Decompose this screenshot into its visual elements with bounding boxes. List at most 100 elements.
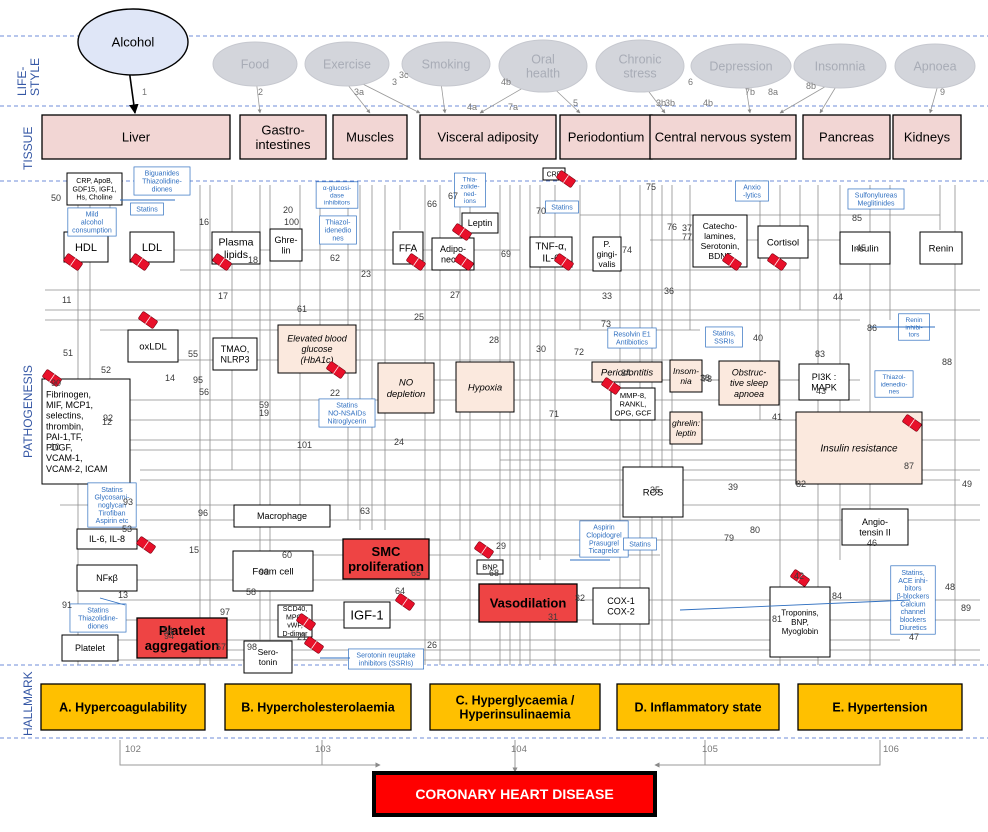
edge-number: 81 bbox=[772, 614, 782, 624]
drug-marker-icon bbox=[130, 253, 150, 271]
outcome-area: CORONARY HEART DISEASE bbox=[372, 771, 657, 817]
lifestyle-apnoea: Apnoea bbox=[894, 43, 976, 89]
edge-number: 18 bbox=[248, 255, 258, 265]
edge-number: 99 bbox=[259, 567, 269, 577]
node-mmp: MMP-8,RANKL,OPG, GCF bbox=[610, 387, 656, 421]
inhibitor-thiazol2: Thia-zolide-ned-ions bbox=[454, 172, 486, 208]
node-label: Periodontitis bbox=[601, 367, 654, 378]
edge-number: 48 bbox=[945, 582, 955, 592]
edge-number: 88 bbox=[942, 357, 952, 367]
edge-number: 25 bbox=[414, 312, 424, 322]
edge-number: 10 bbox=[50, 442, 60, 452]
hallmark-label: D. Inflammatory state bbox=[634, 700, 761, 714]
edge-number: 12 bbox=[102, 417, 112, 427]
edge-number: 84 bbox=[832, 591, 842, 601]
edge-number: 43 bbox=[816, 386, 826, 396]
drug-marker-icon bbox=[556, 170, 576, 188]
edge-number: 32 bbox=[575, 593, 585, 603]
tissue-gastro: Gastro-intestines bbox=[239, 114, 327, 160]
lifestyle-label: Exercise bbox=[323, 57, 371, 71]
node-label: BNP bbox=[482, 563, 497, 572]
edge-number: 78 bbox=[702, 374, 712, 384]
inhibitor-label: Statins,SSRIs bbox=[712, 331, 735, 346]
band-label-tissue: TISSUE bbox=[21, 127, 35, 170]
node-label: ROS bbox=[643, 487, 664, 498]
node-label: NFκβ bbox=[96, 573, 118, 583]
lifestyle-label: Food bbox=[241, 57, 270, 71]
inhibitor-statins1: Statins bbox=[130, 202, 164, 216]
edge-number: 15 bbox=[189, 545, 199, 555]
node-catechol: Catecho-lamines,Serotonin,BDNF bbox=[692, 214, 748, 268]
drug-marker-icon bbox=[326, 361, 346, 379]
edge-number: 34 bbox=[621, 368, 631, 378]
node-crp_liver: CRP, ApoB,GDF15, IGF1,Hs, Choline bbox=[66, 172, 123, 206]
edge-number: 13 bbox=[118, 590, 128, 600]
edge-number: 38 bbox=[700, 373, 710, 383]
node-label: HDL bbox=[75, 242, 97, 254]
node-label: Catecho-lamines,Serotonin,BDNF bbox=[701, 221, 740, 261]
node-label: oxLDL bbox=[139, 341, 166, 352]
hallmark-label: C. Hyperglycaemia /Hyperinsulinaemia bbox=[456, 693, 575, 721]
lifestyle-label: Depression bbox=[709, 59, 772, 73]
edge-number: 4a bbox=[467, 102, 477, 112]
edge-number: 92 bbox=[103, 413, 113, 423]
lifestyle-label: Insomnia bbox=[815, 59, 866, 73]
edge-number: 77 bbox=[682, 232, 692, 242]
tissue-kidneys: Kidneys bbox=[892, 114, 962, 160]
lifestyle-food: Food bbox=[212, 41, 298, 87]
node-troponins: Troponins,BNP,Myoglobin bbox=[769, 586, 831, 658]
edge-number: 105 bbox=[702, 744, 718, 755]
inhibitor-statins_ssri: Statins,SSRIs bbox=[705, 326, 743, 348]
edge-number: 56 bbox=[199, 387, 209, 397]
edge-number: 89 bbox=[961, 603, 971, 613]
edge-number: 52 bbox=[101, 365, 111, 375]
edge-number: 3c bbox=[399, 70, 409, 80]
edge-number: 66 bbox=[427, 199, 437, 209]
tissue-label: Central nervous system bbox=[655, 130, 792, 145]
edge-number: 39 bbox=[728, 482, 738, 492]
lifestyle-label: Alcohol bbox=[112, 35, 155, 50]
edge-number: 29 bbox=[496, 541, 506, 551]
node-label: IGF-1 bbox=[350, 608, 383, 623]
hallmark-E: E. Hypertension bbox=[797, 683, 963, 731]
edge-number: 37 bbox=[682, 223, 692, 233]
lifestyle-exercise: Exercise bbox=[304, 41, 390, 87]
tissue-perio: Periodontium bbox=[559, 114, 653, 160]
edge-number: 21 bbox=[297, 632, 307, 642]
edge-number: 35 bbox=[650, 485, 660, 495]
edge-number: 101 bbox=[297, 440, 312, 450]
node-insulin: Insulin bbox=[839, 231, 891, 265]
node-hypoxia: Hypoxia bbox=[455, 361, 515, 413]
edge-number: 2 bbox=[258, 87, 263, 97]
edge-number: 62 bbox=[330, 253, 340, 263]
node-renin: Renin bbox=[919, 231, 963, 265]
hallmark-C: C. Hyperglycaemia /Hyperinsulinaemia bbox=[429, 683, 601, 731]
edge-number: 6 bbox=[688, 77, 693, 87]
node-il6: IL-6, IL-8 bbox=[76, 528, 138, 550]
node-label: Leptin bbox=[468, 218, 493, 228]
node-macrophage: Macrophage bbox=[233, 504, 331, 528]
inhibitor-label: Thia-zolide-ned-ions bbox=[460, 176, 479, 205]
node-igf1: IGF-1 bbox=[343, 601, 391, 629]
inhibitor-anxio: Anxio-lytics bbox=[735, 180, 769, 202]
tissue-visceral: Visceral adiposity bbox=[419, 114, 557, 160]
hallmark-B: B. Hypercholesterolaemia bbox=[224, 683, 412, 731]
edge-number: 85 bbox=[852, 213, 862, 223]
node-serotonin: Sero-tonin bbox=[243, 640, 293, 674]
node-label: Ghre-lin bbox=[274, 235, 297, 256]
edge-number: 14 bbox=[165, 373, 175, 383]
